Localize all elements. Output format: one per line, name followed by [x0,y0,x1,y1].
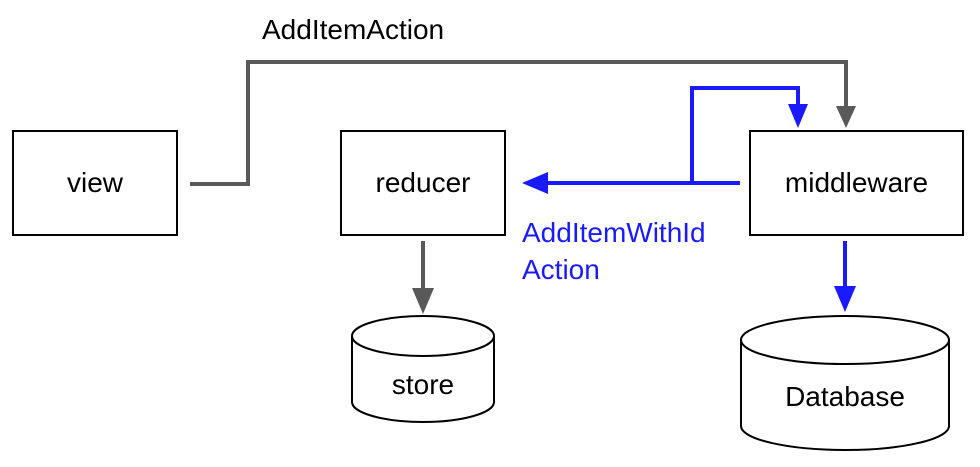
arrowhead-database [834,286,856,312]
add-item-with-id-label-line1: AddItemWithId [522,217,706,248]
middleware-box: middleware [749,130,964,236]
store-cylinder: store [351,315,495,423]
store-label: store [392,369,454,400]
arrowhead-middleware-loop [788,104,808,128]
add-item-with-id-label-line2: Action [522,254,600,285]
arrowhead-middleware-top [836,106,856,128]
arrowhead-store [412,288,434,314]
database-label: Database [785,381,905,412]
middleware-label: middleware [784,167,929,198]
edge-middleware-loop [690,86,808,183]
view-label: view [66,167,123,198]
add-item-action-label: AddItemAction [262,14,445,45]
reducer-box: reducer [340,130,506,236]
view-box: view [12,130,178,236]
arrowhead-reducer [522,172,548,194]
edge-reducer-to-store [412,241,434,314]
edge-middleware-to-database [834,241,856,312]
edge-view-to-middleware [190,60,856,186]
reducer-label: reducer [375,167,471,198]
edge-middleware-to-reducer [522,172,740,194]
database-cylinder: Database [740,315,950,451]
